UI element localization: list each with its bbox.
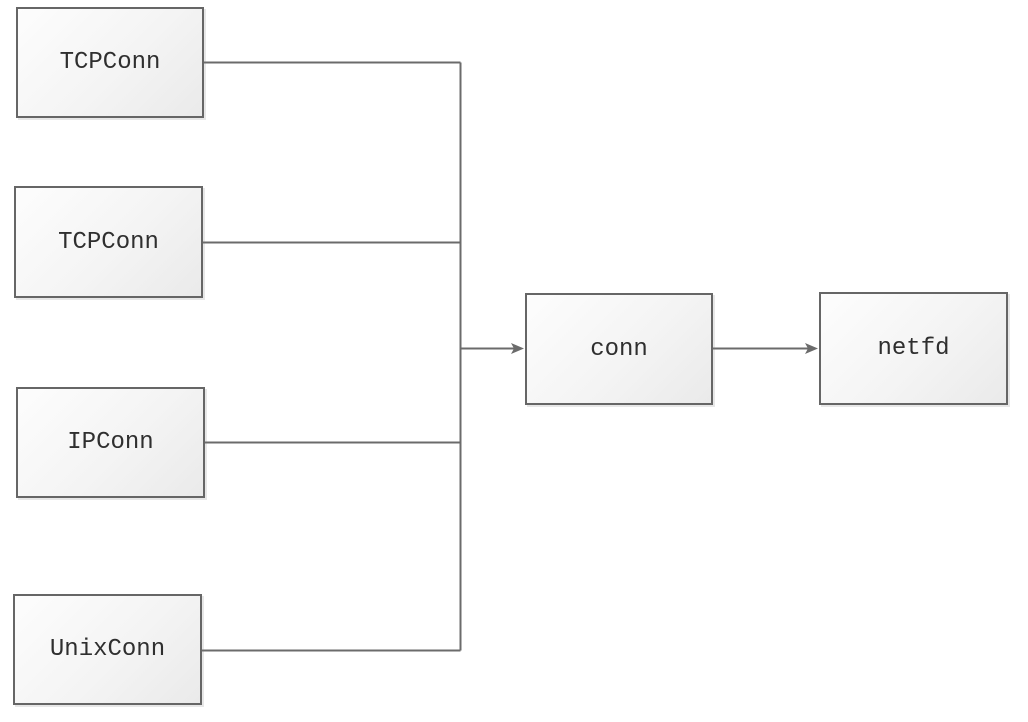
node-label-unixconn: UnixConn (49, 636, 166, 663)
node-ipconn: IPConn (16, 387, 205, 498)
node-label-ipconn: IPConn (67, 429, 154, 456)
node-unixconn: UnixConn (13, 594, 202, 705)
node-netfd: netfd (819, 292, 1008, 405)
node-label-netfd: netfd (877, 335, 950, 362)
edge-bus-to-conn-arrowhead-icon (511, 343, 524, 354)
node-label-conn: conn (590, 335, 648, 363)
node-label-tcpconn-2: TCPConn (58, 228, 159, 256)
node-tcpconn-2: TCPConn (14, 186, 203, 298)
node-conn: conn (525, 293, 713, 405)
edge-conn-to-netfd-arrowhead-icon (805, 343, 818, 354)
node-label-tcpconn-1: TCPConn (59, 49, 161, 76)
node-tcpconn-1: TCPConn (16, 7, 204, 118)
